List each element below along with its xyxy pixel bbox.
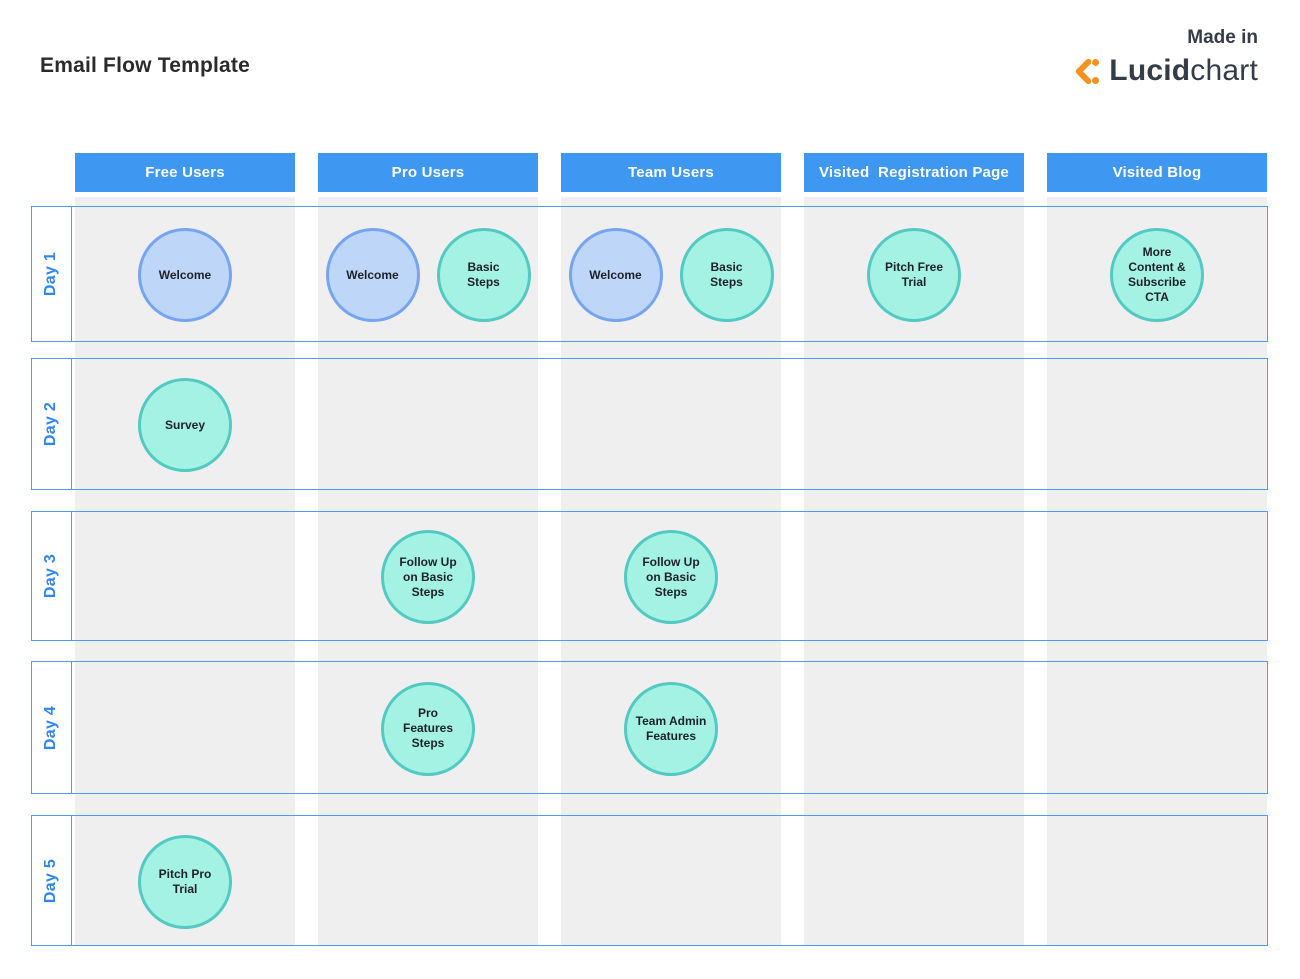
node-basic-steps: Basic Steps [436, 228, 531, 322]
row-band-day-1: Day 1 [31, 206, 1268, 342]
node-welcome: Welcome [325, 228, 420, 322]
node-follow-up-on-basic-steps: Follow Up on Basic Steps [624, 530, 718, 624]
row-label-text: Day 4 [42, 705, 60, 750]
row-label-text: Day 5 [42, 858, 60, 903]
node-welcome: Welcome [138, 228, 232, 322]
column-header-free-users: Free Users [75, 153, 295, 192]
made-in-text: Made in [1187, 27, 1258, 48]
node-pitch-free-trial: Pitch Free Trial [867, 228, 961, 322]
row-label-day-4: Day 4 [32, 662, 72, 793]
row-label-day-1: Day 1 [32, 207, 72, 341]
lucidchart-logo-icon [1071, 56, 1102, 87]
column-header-team-users: Team Users [561, 153, 781, 192]
row-label-text: Day 3 [42, 553, 60, 599]
row-band-day-4: Day 4 [31, 661, 1268, 794]
row-label-day-3: Day 3 [32, 512, 72, 640]
column-header-visited-blog: Visited Blog [1047, 153, 1267, 192]
node-follow-up-on-basic-steps: Follow Up on Basic Steps [381, 530, 475, 624]
row-band-day-3: Day 3 [31, 511, 1268, 641]
row-label-day-5: Day 5 [32, 816, 72, 945]
lucidchart-logo: Lucidchart [1071, 54, 1258, 88]
node-pitch-pro-trial: Pitch Pro Trial [138, 834, 232, 929]
row-label-text: Day 1 [42, 251, 60, 297]
lucidchart-logo-text-bold: Lucid [1109, 54, 1191, 87]
column-header-pro-users: Pro Users [318, 153, 538, 192]
row-label-text: Day 2 [42, 401, 60, 447]
node-basic-steps: Basic Steps [679, 228, 774, 322]
node-welcome: Welcome [568, 228, 663, 322]
lucidchart-attribution: Made in Lucidchart [1071, 27, 1258, 88]
node-survey: Survey [138, 378, 232, 472]
node-pro-features-steps: Pro Features Steps [381, 681, 475, 776]
row-band-day-2: Day 2 [31, 358, 1268, 490]
lucidchart-logo-text-light: chart [1190, 54, 1258, 87]
row-label-day-2: Day 2 [32, 359, 72, 489]
node-team-admin-features: Team Admin Features [624, 681, 718, 776]
lucidchart-logo-text: Lucidchart [1109, 54, 1258, 88]
row-band-day-5: Day 5 [31, 815, 1268, 946]
node-more-content-subscribe-cta: More Content & Subscribe CTA [1110, 228, 1204, 322]
page-title: Email Flow Template [40, 54, 250, 77]
column-header-visited-registration-page: Visited Registration Page [804, 153, 1024, 192]
